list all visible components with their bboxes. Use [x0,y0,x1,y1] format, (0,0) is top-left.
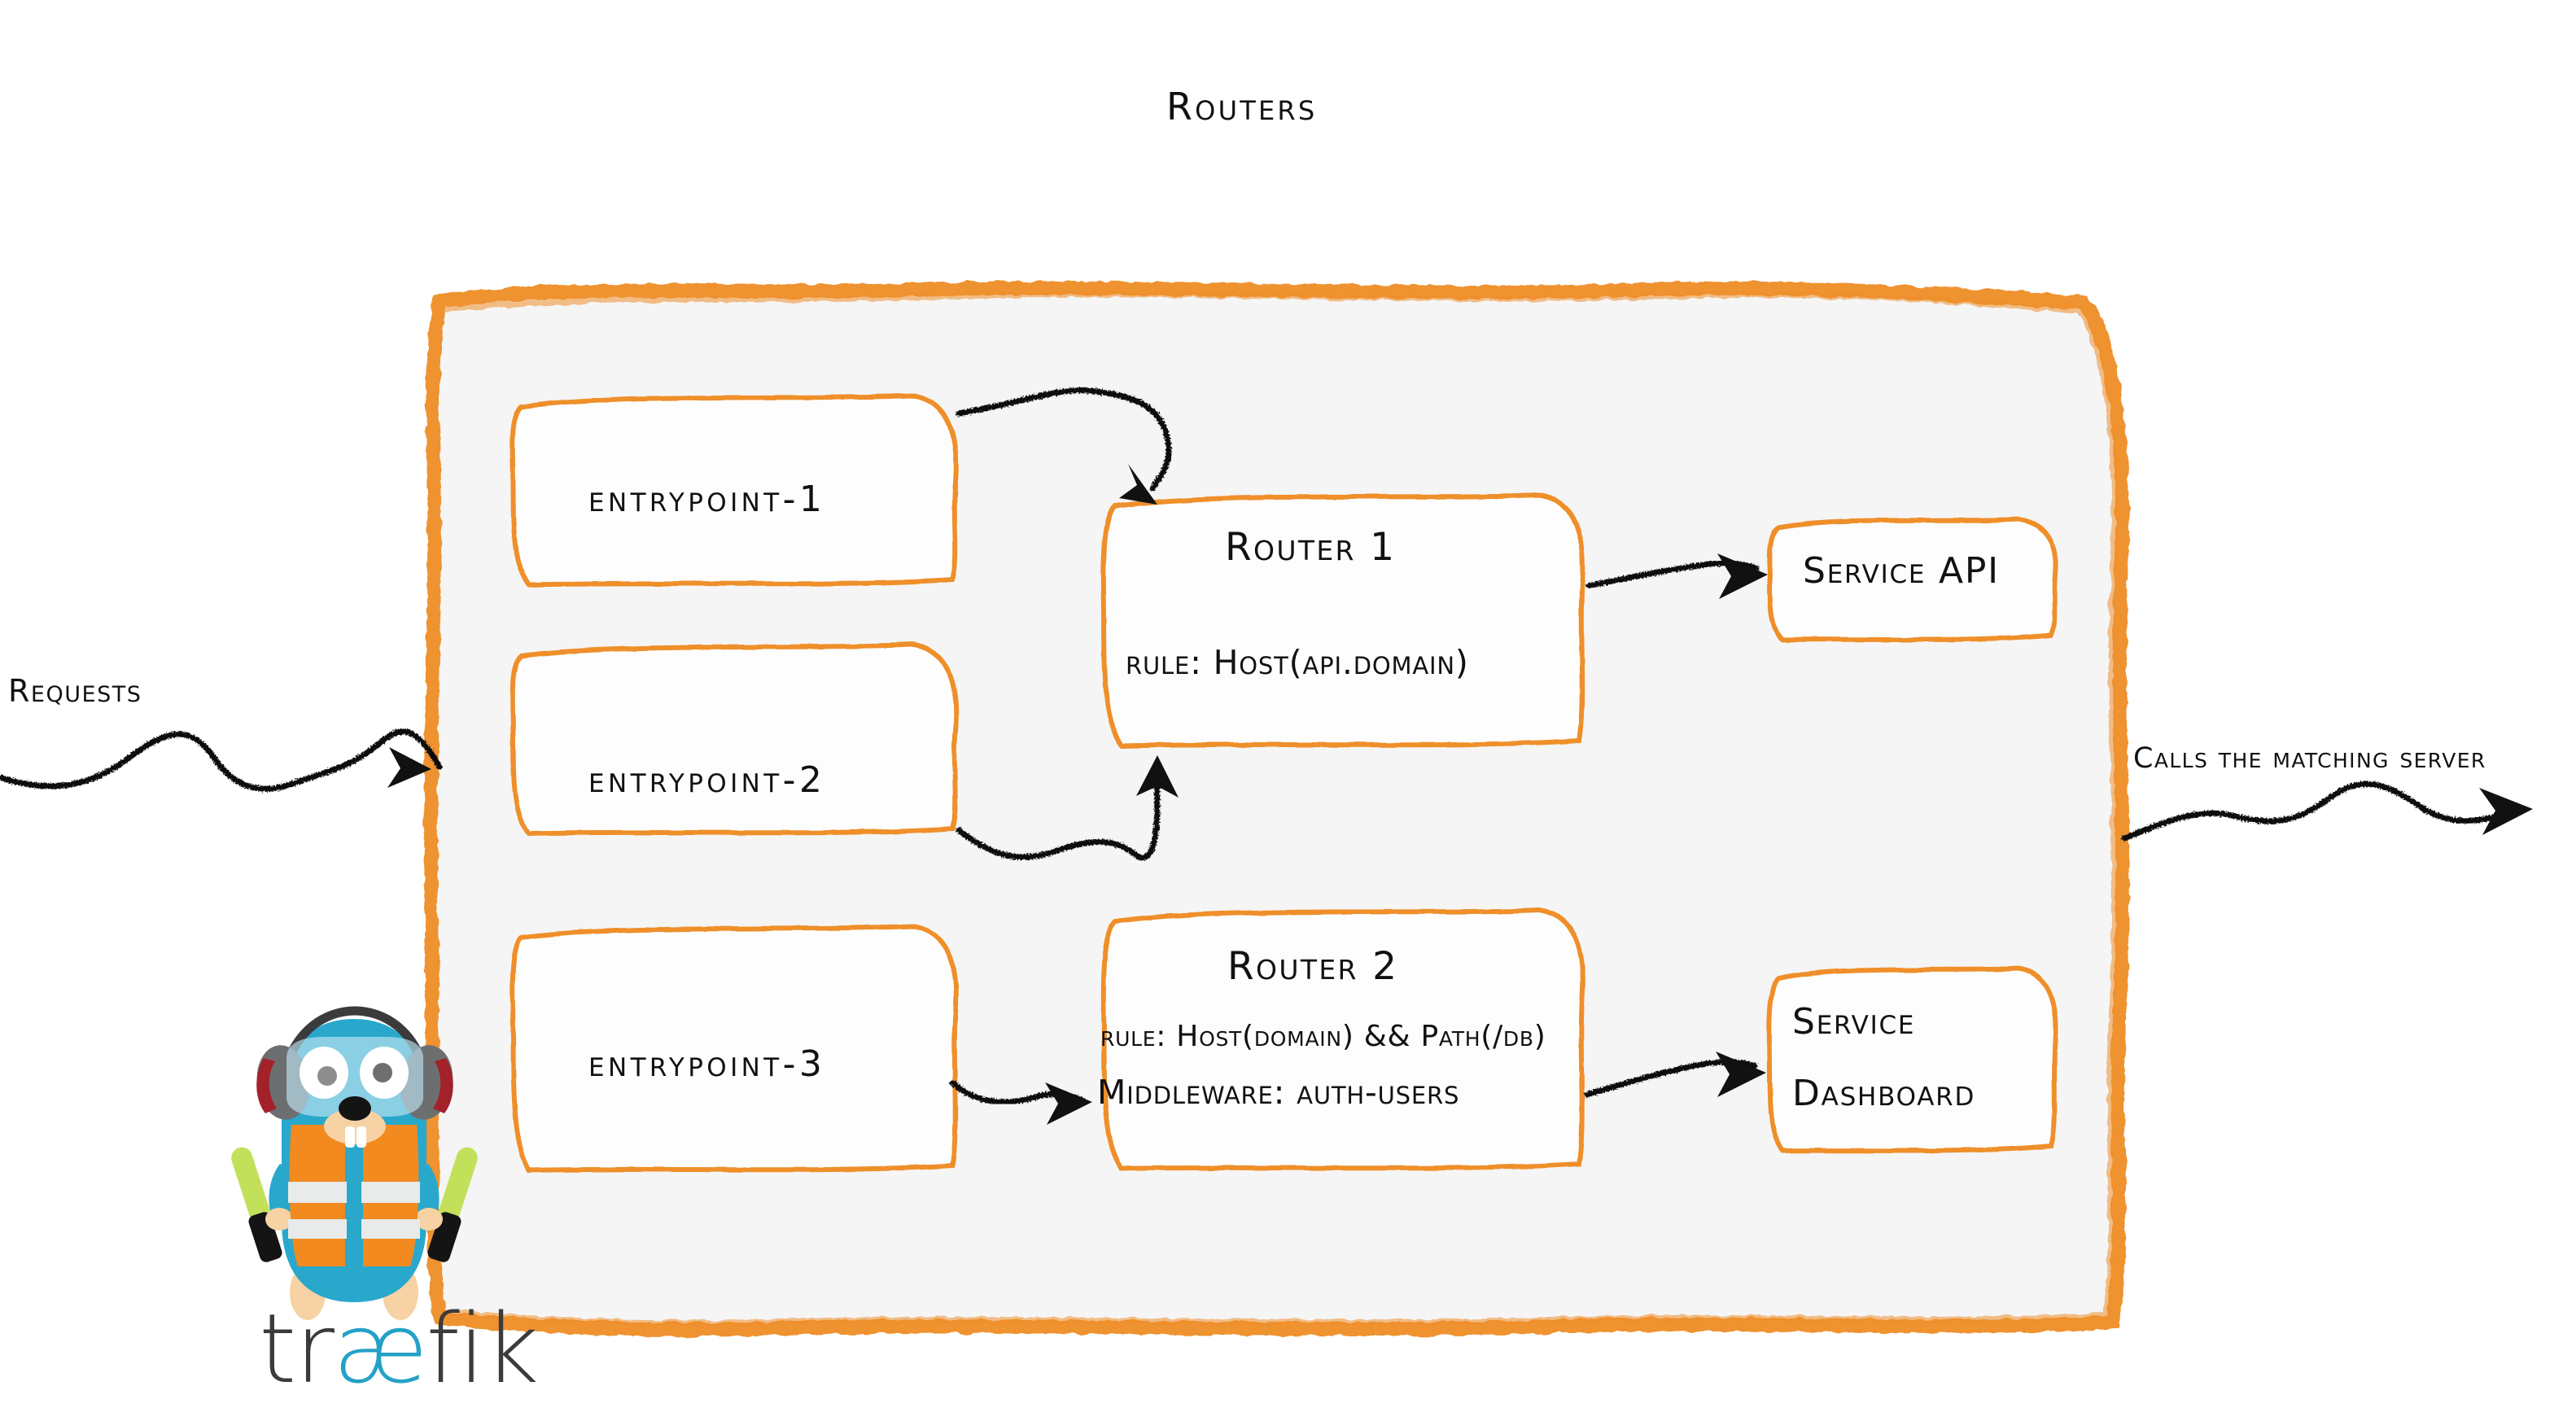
arrow-ep3-head [1045,1082,1092,1125]
wordmark-suffix: fik [426,1292,539,1405]
marshalling-wand-right [427,1147,478,1262]
vest-stripe-2 [361,1182,420,1203]
ear-protector-band [280,1006,430,1078]
gopher-tooth-right [356,1126,366,1148]
marshalling-wand-left [231,1147,282,1262]
gopher-muzzle [324,1108,386,1144]
vest-stripe-3 [288,1219,347,1239]
wordmark-ligature: æ [333,1292,427,1405]
arrow-ep1-head [1119,464,1157,505]
service-dashboard-label-line2: Dashboard [1792,1073,1976,1114]
arrow-ep2-head [1136,755,1179,798]
gopher-hand-right [415,1208,443,1231]
service-dashboard-box[interactable] [1766,965,2058,1154]
traefik-gopher-mascot [231,1006,478,1320]
arrow-router2-head [1716,1052,1766,1097]
arrow-calls-out-head [2479,788,2533,835]
router-1-rule: rule: Host(api.domain) [1126,643,1469,682]
gopher-pupil-right [373,1063,392,1082]
router-1-box[interactable] [1100,492,1585,749]
router-1-title: Router 1 [1225,525,1397,570]
arrow-calls-out [2121,781,2514,842]
arrow-router1-head [1717,553,1768,599]
entrypoint-2-label: entrypoint-2 [588,759,826,801]
gopher-arm-left [269,1164,293,1221]
router-2-title: Router 2 [1227,944,1399,989]
gopher-pupil-left [317,1066,337,1086]
traefik-wordmark: træfik [259,1301,539,1397]
wordmark-prefix: tr [259,1292,335,1405]
arrow-requests-in [0,728,443,792]
router-2-box[interactable] [1100,907,1585,1172]
service-dashboard-label-line1: Service [1792,1001,1916,1043]
arrow-ep1-to-router1 [956,387,1172,492]
vest-stripe-1 [288,1182,347,1203]
gopher-nose [339,1096,371,1121]
vest-stripe-4 [361,1219,420,1239]
service-api-label: Service API [1803,550,2000,592]
gopher-tooth-left [345,1126,355,1148]
entrypoint-2-box[interactable] [510,641,959,837]
page-title: Routers [1166,85,1318,129]
router-2-middleware: Middleware: auth-users [1097,1073,1460,1112]
arrow-ep2-to-router1 [956,770,1161,861]
router-2-rule: rule: Host(domain) && Path(/db) [1100,1020,1546,1053]
entrypoint-3-box[interactable] [510,923,959,1174]
requests-label: Requests [8,673,142,709]
entrypoint-1-box[interactable] [510,392,959,588]
gopher-arm-right [415,1164,440,1221]
gopher-hand-left [265,1208,293,1231]
entrypoint-1-label: entrypoint-1 [588,479,826,520]
calls-matching-server-label: Calls the matching server [2133,742,2486,775]
arrow-requests-in-head [387,747,431,788]
service-api-box[interactable] [1766,516,2058,643]
entrypoint-3-label: entrypoint-3 [588,1043,826,1085]
